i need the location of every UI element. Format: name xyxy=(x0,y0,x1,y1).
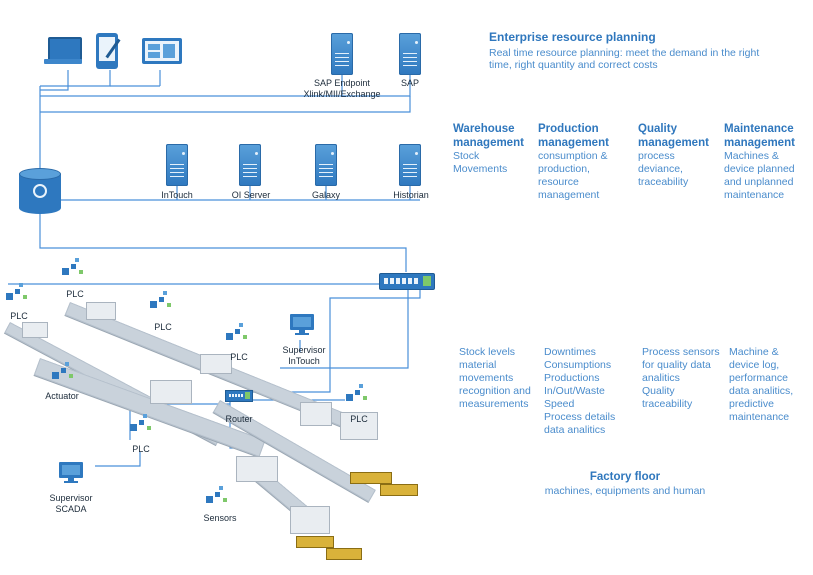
plc-label-2: PLC xyxy=(10,311,28,321)
quality-management-column: Quality management process deviance, tra… xyxy=(638,122,724,189)
sap-endpoint-label: SAP Endpoint Xlink/MII/Exchange xyxy=(296,78,388,100)
warehouse-management-column: Warehouse management Stock Movements xyxy=(453,122,537,176)
actuator-label: Actuator xyxy=(45,391,79,401)
factory-line-illustration xyxy=(0,280,445,575)
factory-floor-subtitle: machines, equipments and human xyxy=(544,485,706,497)
erp-description-line1: Real time resource planning: meet the de… xyxy=(489,47,760,59)
dashboard-screen-icon xyxy=(142,38,182,66)
supervisor-intouch-label-line1: Supervisor xyxy=(282,345,326,355)
production-management-column: Production management consumption & prod… xyxy=(538,122,634,202)
warehouse-text: Stock Movements xyxy=(453,150,508,175)
sensors-label: Sensors xyxy=(203,513,237,523)
router-icon xyxy=(225,390,253,402)
plc-node-icon xyxy=(226,323,248,345)
erp-description-line2: time, right quantity and correct costs xyxy=(489,59,658,71)
supervisor-intouch-label-line2: InTouch xyxy=(288,356,320,366)
plc-node-icon xyxy=(130,414,152,436)
plc-node-icon xyxy=(150,291,172,313)
production-title-line1: Production xyxy=(538,123,599,135)
supervisor-intouch-label: Supervisor InTouch xyxy=(276,345,332,367)
galaxy-server-icon xyxy=(315,144,337,186)
supervisor-scada-label-line2: SCADA xyxy=(55,504,87,514)
supervisor-scada-label-line1: Supervisor xyxy=(49,493,93,503)
floor-quality-text: Process sensors for quality data analiti… xyxy=(642,346,720,410)
sap-label: SAP xyxy=(400,78,419,88)
plc-label-6: PLC xyxy=(132,444,150,454)
sap-server-icon xyxy=(399,33,421,75)
plc-node-icon xyxy=(62,258,84,280)
quality-text: process deviance, traceability xyxy=(638,150,689,188)
supervisor-scada-monitor-icon xyxy=(59,462,83,484)
sap-endpoint-server-icon xyxy=(331,33,353,75)
plc-node-icon xyxy=(6,283,28,305)
factory-floor-title: Factory floor xyxy=(589,471,661,483)
network-switch-icon xyxy=(379,273,435,290)
erp-title: Enterprise resource planning xyxy=(489,30,656,44)
floor-production-text: Downtimes Consumptions Productions In/Ou… xyxy=(544,346,616,436)
warehouse-title-line2: management xyxy=(453,137,524,149)
actuator-node-icon xyxy=(52,362,74,384)
laptop-icon xyxy=(44,37,82,67)
historian-label: Historian xyxy=(393,190,429,200)
router-label: Router xyxy=(225,414,253,424)
historian-server-icon xyxy=(399,144,421,186)
intouch-label: InTouch xyxy=(161,190,193,200)
plc-node-icon xyxy=(346,384,368,406)
quality-title-line2: management xyxy=(638,137,709,149)
tablet-pen-icon xyxy=(96,33,124,71)
production-text: consumption & production, resource manag… xyxy=(538,150,608,201)
oi-server-label: OI Server xyxy=(231,190,271,200)
plc-label-1: PLC xyxy=(66,289,84,299)
oi-server-icon xyxy=(239,144,261,186)
plc-label-4: PLC xyxy=(230,352,248,362)
maintenance-management-column: Maintenance management Machines & device… xyxy=(724,122,812,202)
galaxy-label: Galaxy xyxy=(311,190,340,200)
plc-label-3: PLC xyxy=(154,322,172,332)
sap-endpoint-label-line1: SAP Endpoint xyxy=(314,78,370,88)
floor-stock-text: Stock levels material movements recognit… xyxy=(459,346,531,410)
sap-endpoint-label-line2: Xlink/MII/Exchange xyxy=(303,89,381,99)
plc-label-5: PLC xyxy=(350,414,368,424)
intouch-server-icon xyxy=(166,144,188,186)
maintenance-title-line2: management xyxy=(724,137,795,149)
supervisor-scada-label: Supervisor SCADA xyxy=(43,493,99,515)
floor-maintenance-text: Machine & device log, performance data a… xyxy=(729,346,794,423)
warehouse-title-line1: Warehouse xyxy=(453,123,515,135)
supervisor-intouch-monitor-icon xyxy=(290,314,314,336)
maintenance-title-line1: Maintenance xyxy=(724,123,794,135)
production-title-line2: management xyxy=(538,137,609,149)
sensors-node-icon xyxy=(206,486,228,508)
maintenance-text: Machines & device planned and unplanned … xyxy=(724,150,795,201)
database-icon xyxy=(19,168,61,214)
quality-title-line1: Quality xyxy=(638,123,677,135)
